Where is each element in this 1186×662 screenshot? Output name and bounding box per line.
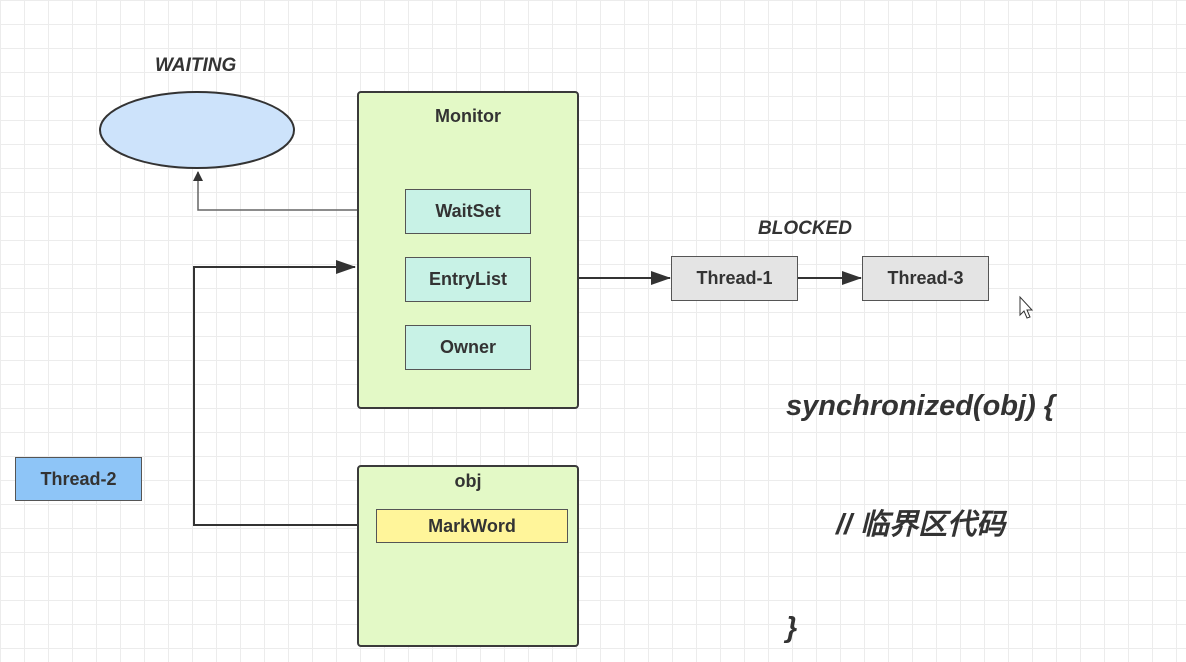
code-line-synchronized: synchronized(obj) { (786, 390, 1056, 422)
thread3-box: Thread-3 (862, 256, 989, 301)
waiting-ellipse (99, 91, 295, 169)
monitor-title: Monitor (435, 106, 501, 126)
waiting-label: WAITING (155, 55, 237, 76)
owner-box: Owner (405, 325, 531, 370)
markword-to-monitor-arrow (193, 260, 376, 526)
obj-title: obj (454, 471, 482, 491)
obj-container: obj MarkWord (357, 465, 579, 647)
monitor-container: Monitor WaitSet EntryList Owner (357, 91, 579, 409)
entrylist-box: EntryList (405, 257, 531, 302)
markword-box: MarkWord (376, 509, 568, 543)
code-line-comment: // 临界区代码 (836, 509, 1006, 541)
mouse-cursor-icon (1019, 295, 1034, 319)
waitset-to-waiting-arrow (193, 171, 405, 211)
code-line-closing-brace: } (786, 612, 798, 644)
thread1-box: Thread-1 (671, 256, 798, 301)
thread2-box: Thread-2 (15, 457, 142, 501)
blocked-label: BLOCKED (758, 218, 852, 239)
waitset-box: WaitSet (405, 189, 531, 234)
